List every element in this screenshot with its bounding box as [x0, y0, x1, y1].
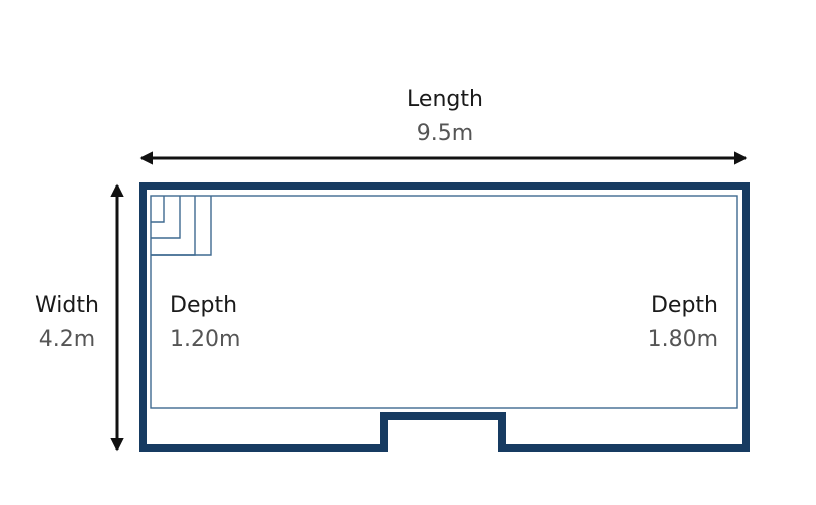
step-3	[151, 196, 196, 256]
step-4	[151, 196, 212, 256]
width-value: 4.2m	[39, 327, 95, 352]
pool-inner-edge	[150, 195, 738, 409]
deep-depth-label: Depth	[651, 293, 718, 318]
length-value: 9.5m	[417, 121, 473, 146]
length-label: Length	[407, 87, 483, 112]
step-1	[151, 196, 165, 223]
pool-steps	[151, 196, 212, 256]
deep-depth-value: 1.80m	[648, 327, 718, 352]
step-2	[151, 196, 181, 239]
shallow-depth-value: 1.20m	[170, 327, 240, 352]
shallow-depth-label: Depth	[170, 293, 237, 318]
pool-outline	[139, 182, 750, 452]
width-label: Width	[35, 293, 99, 318]
